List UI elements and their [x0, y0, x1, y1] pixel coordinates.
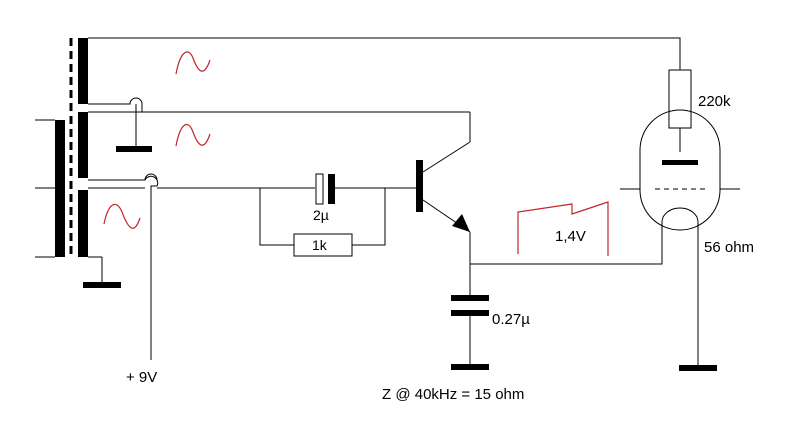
secondary-winding-top [78, 38, 88, 104]
label-1-4v: 1,4V [555, 228, 586, 245]
label-56-ohm: 56 ohm [704, 239, 755, 256]
secondary-winding-bottom [78, 190, 88, 257]
sine-wave-icon-2 [175, 123, 211, 147]
transformer [35, 38, 88, 258]
ground-symbol-4 [679, 365, 717, 371]
ground-symbol-3 [451, 364, 489, 370]
label-220k: 220k [698, 93, 731, 110]
label-1k: 1k [312, 237, 327, 253]
capacitor-0-27u [451, 295, 489, 370]
transistor [416, 141, 471, 295]
ground-symbol-1 [116, 146, 152, 152]
primary-winding [55, 120, 65, 257]
label-plus-9v: + 9V [126, 369, 158, 386]
sine-wave-icon-3 [103, 203, 141, 229]
label-2u: 2µ [313, 207, 329, 223]
secondary-winding-middle [78, 112, 88, 178]
resistor-220k [668, 69, 692, 129]
label-impedance-note: Z @ 40kHz = 15 ohm [382, 386, 525, 403]
sine-wave-icon-1 [175, 51, 211, 75]
label-0-27u: 0.27µ [492, 311, 530, 328]
sawtooth-wave-icon [517, 201, 609, 256]
ground-symbol-2 [83, 282, 121, 288]
capacitor-2u [315, 173, 416, 205]
vacuum-tube [620, 109, 740, 371]
